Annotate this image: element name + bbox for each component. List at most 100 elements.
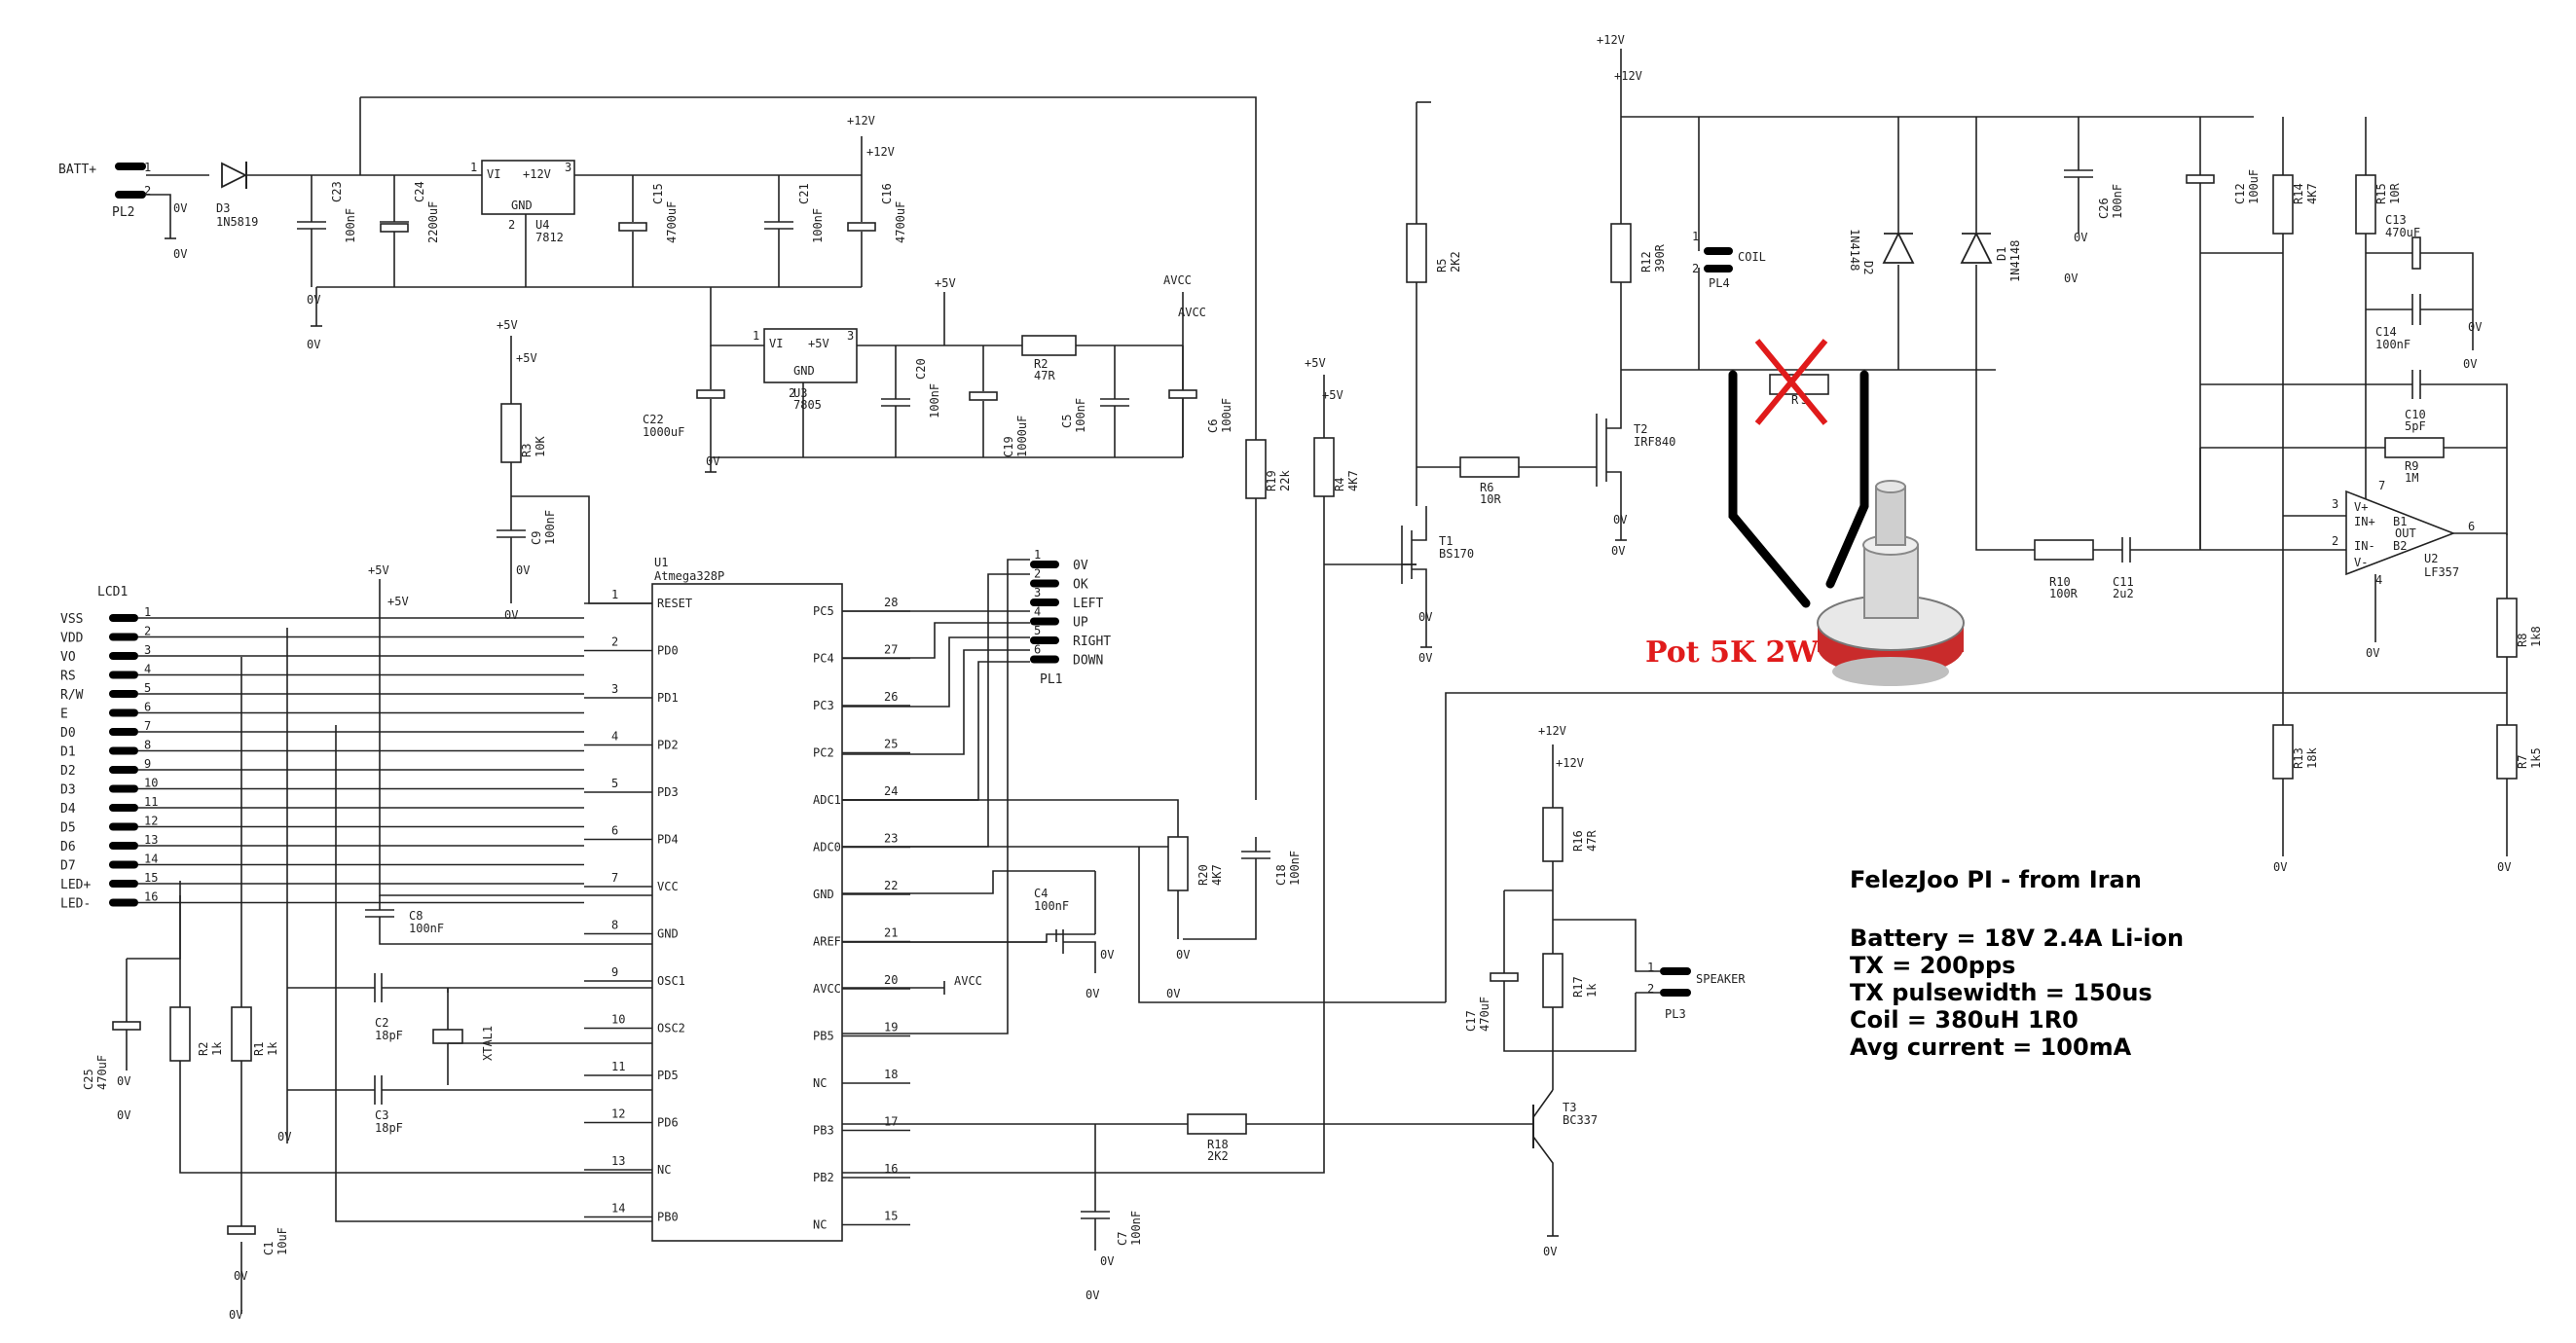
mcu-pin-name: PD2 [657,739,679,752]
lcd-pin-name: LED+ [60,878,91,892]
c4-ref: C4 [1034,887,1048,900]
c3-ref: C3 [375,1108,388,1122]
r2b-val: 1k [210,1041,224,1056]
diode-d3: D3 1N5819 [216,162,258,229]
mcu-pin-name: AVCC [813,982,841,996]
gnd-label: 0V [1611,544,1625,558]
opamp-u2: V+ IN+ IN- V- B1 B2 OUT 3 2 7 4 6 U2 LF3… [2332,479,2475,587]
r1-val: 1k [266,1041,279,1056]
pl2-label: BATT+ [58,163,96,177]
mcu-pin-name: PC4 [813,652,834,666]
gnd-label: 0V [2463,357,2477,371]
c2-ref: C2 [375,1016,388,1030]
lcd-pin-name: D3 [60,783,76,798]
gnd-label: 0V [229,1308,242,1322]
lcd-pin-num: 5 [144,681,151,695]
mcu-pin-name: PD1 [657,691,679,705]
r14-val: 4K7 [2305,183,2319,204]
c21-ref: C21 [797,183,811,204]
u2-vn: V- [2354,556,2368,569]
pl1-pin-name: RIGHT [1073,635,1111,649]
lcd-pin-name: VSS [60,612,83,627]
c23-ref: C23 [330,181,344,202]
lcd-pin-num: 4 [144,663,151,676]
mcu-pin-name: NC [813,1076,827,1090]
gnd-label: 0V [1100,1254,1114,1268]
v5-rail-label: +5V [387,595,409,608]
u3-vo: +5V [808,337,829,350]
mcu-pin-num: 26 [884,690,898,704]
r19-ref: R19 [1265,470,1278,491]
lcd-pin-name: VO [60,650,76,665]
r3-val: 10K [534,436,547,457]
mcu-pin-name: ADC1 [813,793,841,807]
v12-rail-label: +12V [866,145,895,159]
r7-ref: R7 [2516,755,2529,769]
mcu-pin-name: NC [813,1218,827,1232]
gnd-label: 0V [2074,231,2087,244]
r19-val: 22k [1278,470,1292,491]
c6-ref: C6 [1206,419,1220,433]
c16-val: 4700uF [894,201,907,243]
mosfet-t1: T1 BS170 [1401,506,1474,613]
regulator-u4: VI +12V GND 1 2 3 U4 7812 [470,160,575,244]
c8-val: 100nF [409,922,444,935]
pl4-pin-1: 1 [1692,230,1699,243]
mcu-pin-name: PB3 [813,1124,834,1138]
potentiometer-5k-icon [1817,480,1965,686]
r9-ref: R9 [2405,459,2418,473]
r6-val: 10R [1480,492,1501,506]
mcu-pin-num: 16 [884,1162,898,1176]
c4-val: 100nF [1034,899,1069,913]
c6-val: 100uF [1220,398,1233,433]
u1-ref: U1 [654,556,668,569]
u2-p7: 7 [2378,479,2385,492]
r6-ref: R6 [1480,481,1493,494]
u1-part: Atmega328P [654,569,724,583]
gnd-label: 0V [307,293,320,307]
v5-rail-label: +5V [497,318,518,332]
r17-ref: R17 [1571,976,1585,998]
lcd-pin-name: D0 [60,726,76,741]
r17-val: 1k [1585,983,1599,998]
lcd-pin-num: 14 [144,853,158,866]
r7-val: 1k5 [2529,747,2543,769]
r10-val: 100R [2049,587,2079,600]
lcd-pin-num: 1 [144,605,151,619]
t2-val: IRF840 [1634,435,1675,449]
c18-val: 100nF [1288,851,1302,886]
note-tx: TX = 200pps [1850,952,2015,979]
lcd1-ref: LCD1 [97,585,128,599]
mcu-pin-num: 10 [611,1013,625,1027]
mcu-pin-name: AREF [813,935,841,949]
note-battery: Battery = 18V 2.4A Li-ion [1850,925,2184,952]
v5-rail-label: +5V [516,351,537,365]
mcu-pin-num: 20 [884,973,898,987]
pl1-pin-name: LEFT [1073,597,1103,611]
c23-val: 100nF [344,208,357,243]
t1-val: BS170 [1439,547,1474,561]
mcu-pin-num: 18 [884,1068,898,1081]
mcu-pin-num: 4 [611,730,618,744]
regulator-u3: VI +5V GND 1 2 3 U3 7805 [753,328,858,412]
pl1-pin-name: 0V [1073,559,1088,573]
c5-val: 100nF [1074,398,1087,433]
mcu-pin-num: 3 [611,682,618,696]
gnd-label: 0V [2366,646,2379,660]
c3-val: 18pF [375,1121,403,1135]
gnd-label: 0V [1086,1289,1099,1302]
lcd-pin-num: 6 [144,701,151,714]
v12-rail-label: +12V [847,114,875,127]
mcu-pin-name: PC2 [813,746,834,760]
gnd-label: 0V [2468,320,2482,334]
c1-ref: C1 [262,1242,276,1255]
u2-b1: B1 [2393,515,2407,528]
lcd-pin-num: 10 [144,777,158,790]
mcu-pin-name: PC3 [813,699,834,712]
u3-p3: 3 [847,329,854,343]
lcd-pin-name: R/W [60,688,84,703]
c12-ref: C12 [2233,183,2247,204]
r16-ref: R16 [1571,830,1585,852]
removed-resistor: R 3 [1754,339,1829,425]
r2b-ref: R2 [197,1042,210,1056]
